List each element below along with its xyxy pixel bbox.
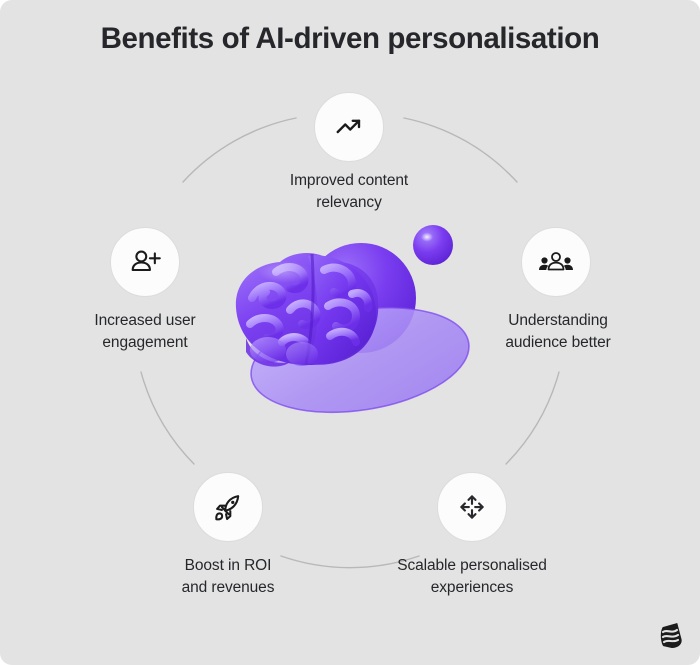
- node-boost-in-roi-and-revenues[interactable]: [193, 472, 263, 542]
- label-understanding-audience-better: Understanding audience better: [458, 310, 658, 354]
- page-title: Benefits of AI-driven personalisation: [100, 22, 600, 55]
- label-line-1: Improved content: [289, 172, 409, 189]
- rocket-icon: [213, 492, 244, 523]
- node-understanding-audience-better[interactable]: [521, 227, 591, 297]
- label-line-2: relevancy: [316, 194, 382, 211]
- user-plus-icon: [129, 246, 161, 278]
- label-line-1: Understanding: [508, 312, 608, 329]
- trending-up-arrow-icon: [334, 112, 364, 142]
- node-scalable-personalised-experiences[interactable]: [437, 472, 507, 542]
- label-improved-content-relevancy: Improved content relevancy: [249, 170, 449, 214]
- label-line-1: Scalable personalised: [397, 557, 547, 574]
- ai-brain-3d-illustration: [228, 220, 478, 450]
- label-line-1: Boost in ROI: [184, 557, 272, 574]
- label-line-2: and revenues: [181, 579, 275, 596]
- label-line-1: Increased user: [94, 312, 196, 329]
- label-increased-user-engagement: Increased user engagement: [45, 310, 245, 354]
- brain-model: [235, 253, 379, 367]
- label-line-2: engagement: [102, 334, 188, 351]
- label-boost-in-roi-and-revenues: Boost in ROI and revenues: [128, 555, 328, 599]
- node-increased-user-engagement[interactable]: [110, 227, 180, 297]
- node-improved-content-relevancy[interactable]: [314, 92, 384, 162]
- users-group-icon: [539, 247, 573, 277]
- label-line-2: experiences: [430, 579, 514, 596]
- brand-logo-mark[interactable]: [656, 621, 686, 651]
- small-sphere: [413, 225, 453, 265]
- label-line-2: audience better: [505, 334, 611, 351]
- expand-arrows-icon: [457, 492, 487, 522]
- label-scalable-personalised-experiences: Scalable personalised experiences: [372, 555, 572, 599]
